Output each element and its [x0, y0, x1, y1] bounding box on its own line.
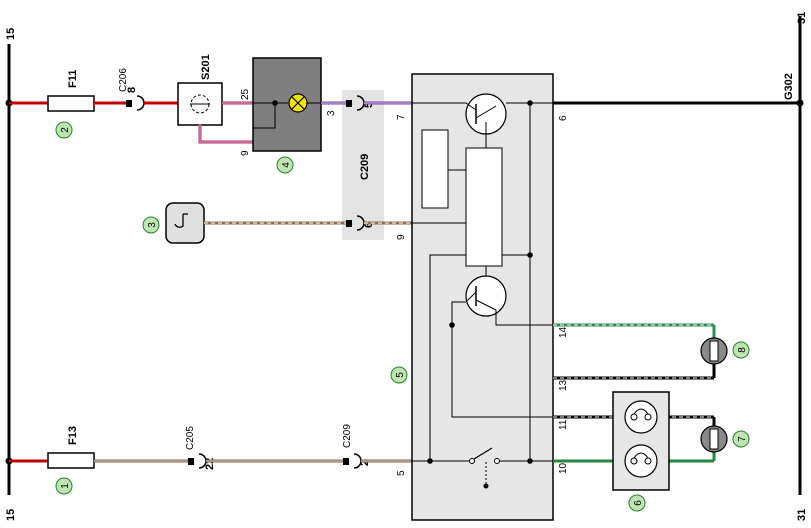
- c209-pin6-label: 6: [363, 222, 375, 228]
- rail-31-bottom-label: 31: [796, 509, 808, 521]
- callout-1: 1: [55, 477, 73, 495]
- c209-pin5-label: 5: [363, 102, 375, 108]
- callout-3: 3: [142, 216, 160, 234]
- module-pin5: 5: [396, 470, 407, 476]
- switch-contact: [469, 458, 475, 464]
- module-pin11: 11: [558, 419, 569, 430]
- component-6-bulb-lower-icon: [624, 444, 658, 478]
- callout-7: 7: [732, 430, 750, 448]
- callout-5: 5: [390, 366, 408, 384]
- svg-text:6: 6: [633, 500, 644, 506]
- svg-text:8: 8: [737, 347, 748, 353]
- svg-text:3: 3: [147, 222, 158, 228]
- transistor-lower-lead: [475, 299, 497, 311]
- connector-c209-block: [342, 90, 384, 240]
- connector-c206: [136, 95, 145, 111]
- module-ic-small: [421, 129, 449, 209]
- component-6-bulb-contact: [630, 413, 638, 421]
- rail-15-bottom-label: 15: [5, 509, 17, 521]
- module-internal-wire: [429, 254, 466, 461]
- transistor-lower-lead: [465, 291, 477, 303]
- s201-pin25: 25: [240, 88, 251, 100]
- module-ic-large: [465, 147, 503, 267]
- switch-contact: [494, 458, 500, 464]
- sensor-symbol-icon: [174, 214, 184, 228]
- lamp-module: [252, 57, 322, 152]
- lamp-internal-wire: [253, 103, 276, 129]
- transistor-upper-lead: [475, 105, 497, 119]
- c206-label: C206: [118, 68, 129, 92]
- connector-pin-male: [343, 458, 349, 465]
- svg-text:1: 1: [60, 483, 71, 489]
- component-7-element-icon: [709, 428, 719, 450]
- callout-2: 2: [55, 121, 73, 139]
- fuse-f11-label: F11: [67, 70, 79, 88]
- sensor-component: [165, 202, 205, 244]
- fuse-f11: [47, 95, 95, 112]
- lamp-pin3: 3: [326, 110, 337, 116]
- c209-block-label: C209: [359, 154, 371, 180]
- internal-switch-blade: [473, 447, 493, 460]
- svg-text:4: 4: [281, 162, 292, 168]
- lamp-bulb-cross: [291, 96, 305, 110]
- c206-pin-label: 8: [126, 87, 138, 93]
- module-internal-wire: [495, 310, 553, 326]
- connector-pin-male: [346, 100, 352, 107]
- connector-pin-male: [346, 220, 352, 227]
- module-pin13: 13: [558, 379, 569, 391]
- s201-pin9: 9: [240, 150, 251, 156]
- junction-dot: [427, 458, 433, 464]
- switch-s201-label: S201: [200, 54, 212, 80]
- wire-pink-stripe: [199, 124, 253, 143]
- svg-text:2: 2: [60, 127, 71, 133]
- svg-text:5: 5: [395, 372, 406, 378]
- rail-15-top-label: 15: [5, 28, 17, 40]
- module-internal-wire: [451, 301, 466, 325]
- svg-text:7: 7: [737, 436, 748, 442]
- callout-6: 6: [628, 494, 646, 512]
- fuse-f13-label: F13: [67, 426, 79, 445]
- component-6-bulb-contact: [644, 413, 652, 421]
- module-internal-wire: [451, 325, 553, 418]
- module-pin14: 14: [558, 326, 569, 338]
- component-6-filament: [633, 408, 649, 415]
- ground-g302-label: G302: [783, 73, 795, 100]
- component-8-element-icon: [709, 340, 719, 362]
- component-6-bulb-contact: [630, 457, 638, 465]
- c209-bottom-label: C209: [342, 424, 353, 448]
- component-6-filament: [633, 452, 649, 459]
- c209-pin2-label: 2: [359, 460, 371, 466]
- callout-8: 8: [732, 341, 750, 359]
- module-pin7: 7: [396, 114, 407, 120]
- internal-switch-actuator-dot: [483, 483, 489, 489]
- component-6-bulb-upper-icon: [624, 400, 658, 434]
- c205-label: C205: [185, 426, 196, 450]
- module-pin9: 9: [396, 234, 407, 240]
- junction-dot: [796, 99, 804, 107]
- fuse-f13: [47, 452, 95, 469]
- connector-pin-male: [126, 100, 132, 107]
- module-pin10: 10: [558, 462, 569, 474]
- component-6-bulb-contact: [644, 457, 652, 465]
- wire-pink: [198, 124, 253, 144]
- connector-pin-male: [188, 458, 194, 465]
- module-pin6: 6: [558, 115, 569, 121]
- callout-4: 4: [276, 156, 294, 174]
- rail-31-top-label: 31: [796, 12, 808, 24]
- transistor-upper-lead: [465, 102, 477, 111]
